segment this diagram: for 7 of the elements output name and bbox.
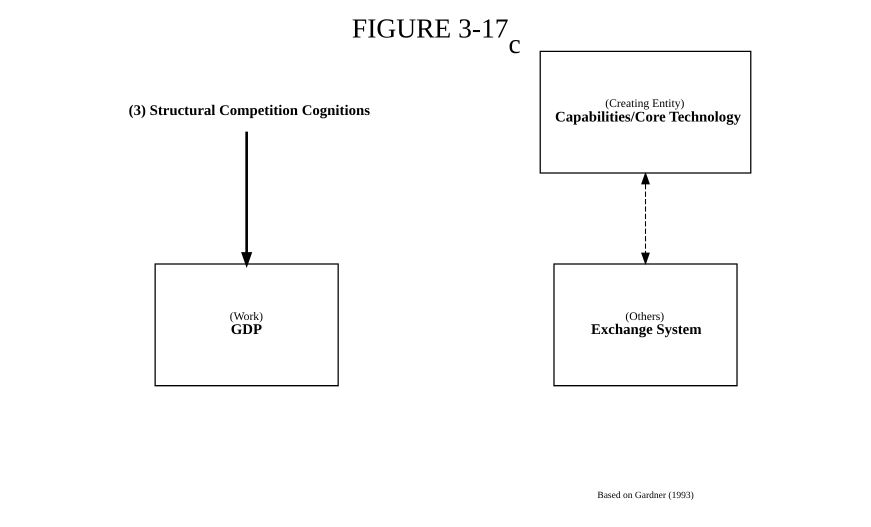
arrow bbox=[641, 172, 650, 266]
node-box: (Work) GDP bbox=[154, 263, 339, 386]
node-box: (Creating Entity) Capabilities/Core Technology bbox=[540, 50, 752, 174]
node-box: (Others) Exchange System bbox=[553, 263, 738, 386]
arrow bbox=[241, 132, 252, 268]
node-text: (3) Structural Competition Cognitions bbox=[128, 103, 370, 120]
label: Based on Gardner (1993) bbox=[597, 491, 694, 502]
